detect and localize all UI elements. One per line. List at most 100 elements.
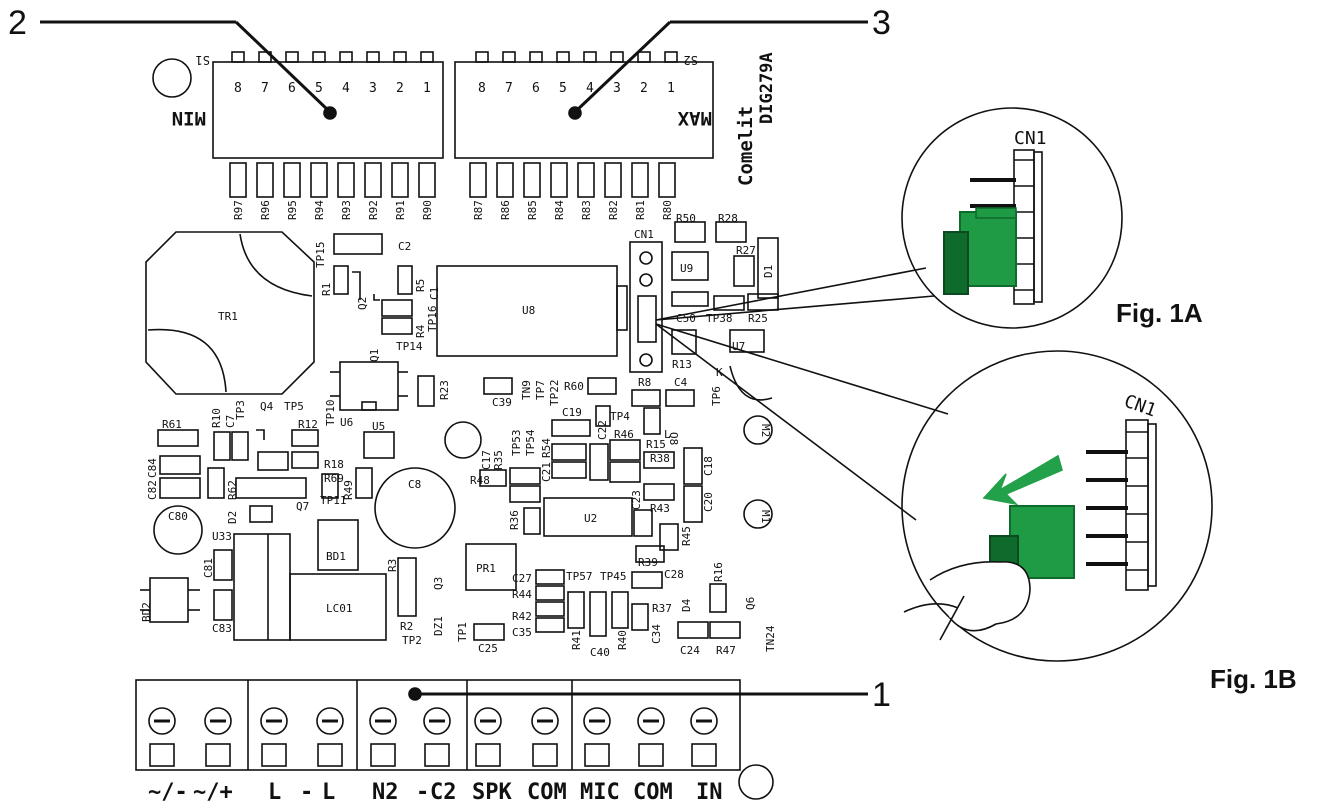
label-k: K [716, 366, 723, 379]
capacitor-c80 [153, 505, 203, 555]
label-u9: U9 [680, 262, 693, 275]
label-c4: C4 [674, 376, 688, 389]
label-c83: C83 [212, 622, 232, 635]
s1-label: S1 [196, 53, 210, 67]
label-m2: M2 [759, 424, 772, 437]
s2-label: S2 [684, 53, 698, 67]
dip-tab [556, 51, 570, 63]
label-r3: R3 [386, 559, 399, 572]
label-tp53: TP53 [510, 430, 523, 457]
callout-2: 2 [8, 4, 27, 42]
label-c20: C20 [702, 492, 715, 512]
resistor-label: R87 [472, 200, 485, 220]
label-lc01: LC01 [326, 602, 353, 615]
fig-1a-label: Fig. 1A [1116, 298, 1203, 328]
resistor-label: R81 [634, 200, 647, 220]
label-r4: R4 [414, 324, 427, 338]
label-tn24: TN24 [764, 625, 777, 652]
terminal-label: L [268, 780, 282, 805]
label-c82: C82 [146, 480, 159, 500]
resistor-label: R86 [499, 200, 512, 220]
label-r35: R35 [492, 450, 505, 470]
resistor-label: R84 [553, 200, 566, 220]
terminal-screw [260, 707, 288, 767]
resistor [256, 162, 274, 198]
label-bd2: BD2 [140, 602, 153, 622]
terminal-screw [637, 707, 665, 767]
label-d4: D4 [680, 598, 693, 612]
label-r44: R44 [512, 588, 532, 601]
label-tp38: TP38 [706, 312, 733, 325]
label-r25: R25 [748, 312, 768, 325]
callout-3: 3 [872, 4, 891, 42]
capacitor-c8 [374, 467, 456, 549]
resistor [283, 162, 301, 198]
dip-number: 2 [640, 81, 648, 96]
resistor-label: R93 [340, 200, 353, 220]
label-r1: R1 [320, 283, 333, 296]
terminal-screw [423, 707, 451, 767]
label-r43: R43 [650, 502, 670, 515]
fig-1a-magnifier [655, 107, 1123, 329]
label-c25: C25 [478, 642, 498, 655]
dip-tab [583, 51, 597, 63]
label-tp16: TP16 [426, 306, 439, 333]
terminal-label: ~/- [148, 780, 188, 805]
dip-number: 2 [396, 81, 404, 96]
label-r2: R2 [400, 620, 413, 633]
dip-tab [529, 51, 543, 63]
label-c1: C1 [428, 287, 441, 300]
dip-number: 6 [532, 81, 540, 96]
resistor-label: R82 [607, 200, 620, 220]
label-pr1: PR1 [476, 562, 496, 575]
terminal-label: COM [527, 780, 567, 805]
resistor [229, 162, 247, 198]
label-r39: R39 [638, 556, 658, 569]
label-tp14: TP14 [396, 340, 423, 353]
trimmer-m1 [743, 499, 773, 529]
label-tp45: TP45 [600, 570, 627, 583]
terminal-screw [369, 707, 397, 767]
terminal-block [135, 679, 741, 771]
terminal-label: SPK [472, 780, 512, 805]
resistor-label: R96 [259, 200, 272, 220]
resistor [604, 162, 622, 198]
resistor-label: R97 [232, 200, 245, 220]
dip-number: 1 [423, 81, 431, 96]
resistor-label: R90 [421, 200, 434, 220]
label-r50: R50 [676, 212, 696, 225]
label-tp5: TP5 [284, 400, 304, 413]
label-tp54: TP54 [524, 429, 537, 456]
label-u33: U33 [212, 530, 232, 543]
chip-u2 [543, 497, 633, 537]
label-tp57: TP57 [566, 570, 593, 583]
label-q1: Q1 [368, 349, 381, 362]
resistor [391, 162, 409, 198]
label-tp1: TP1 [456, 622, 469, 642]
label-q4: Q4 [260, 400, 274, 413]
label-tn9: TN9 [520, 380, 533, 400]
label-u8: U8 [522, 304, 535, 317]
dip-number: 6 [288, 81, 296, 96]
dip-tab [420, 51, 434, 63]
terminal-screw [204, 707, 232, 767]
label-r41: R41 [570, 630, 583, 650]
label-c18: C18 [702, 456, 715, 476]
terminal-screw [316, 707, 344, 767]
dip-max-label: MAX [677, 107, 712, 129]
label-r28: R28 [718, 212, 738, 225]
dip-tab [312, 51, 326, 63]
dip-tab [231, 51, 245, 63]
label-r61: R61 [162, 418, 182, 431]
resistor [496, 162, 514, 198]
transformer-tr1 [145, 231, 315, 395]
dip-tab [339, 51, 353, 63]
resistor-label: R92 [367, 200, 380, 220]
dip-number: 1 [667, 81, 675, 96]
resistor-label: R94 [313, 200, 326, 220]
terminal-screw [474, 707, 502, 767]
board-model: DIG279A [757, 52, 777, 124]
label-c19: C19 [562, 406, 582, 419]
label-r45: R45 [680, 526, 693, 546]
